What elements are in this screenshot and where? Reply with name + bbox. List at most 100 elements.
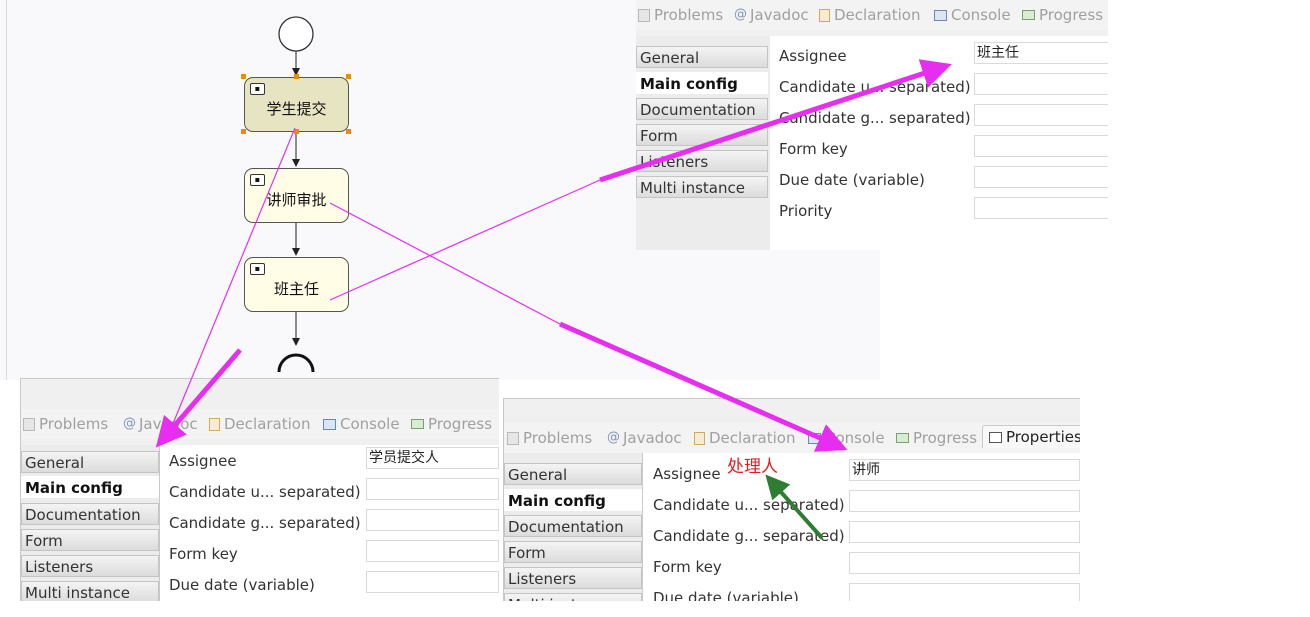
form-key-input[interactable] bbox=[849, 552, 1080, 574]
section-documentation[interactable]: Documentation bbox=[21, 503, 159, 525]
form-key-label: Form key bbox=[653, 558, 722, 576]
property-sections: General Main config Documentation Form L… bbox=[504, 453, 643, 601]
tab-label: Console bbox=[340, 415, 400, 433]
section-general[interactable]: General bbox=[636, 46, 768, 68]
problems-icon bbox=[23, 417, 35, 431]
tab-label: Console bbox=[951, 6, 1011, 24]
selection-handle[interactable] bbox=[241, 129, 246, 134]
section-multi-instance[interactable]: Multi instance bbox=[504, 593, 642, 601]
task-head-teacher[interactable]: ▪ 班主任 bbox=[244, 257, 349, 312]
tab-console[interactable]: Console bbox=[934, 6, 1011, 24]
candidate-groups-input[interactable] bbox=[974, 104, 1108, 126]
tab-progress[interactable]: Progress bbox=[896, 429, 977, 447]
candidate-users-input[interactable] bbox=[849, 490, 1080, 512]
section-listeners[interactable]: Listeners bbox=[504, 567, 642, 589]
section-general[interactable]: General bbox=[21, 451, 159, 473]
section-form[interactable]: Form bbox=[21, 529, 159, 551]
console-icon bbox=[808, 432, 821, 444]
tab-label: Problems bbox=[523, 429, 593, 447]
section-main-config[interactable]: Main config bbox=[504, 489, 642, 511]
tab-label: Javadoc bbox=[623, 429, 682, 447]
tab-problems[interactable]: Problems bbox=[23, 415, 108, 433]
section-documentation[interactable]: Documentation bbox=[504, 515, 642, 537]
task-lecturer-approve[interactable]: ▪ 讲师审批 bbox=[244, 168, 349, 223]
end-event[interactable] bbox=[277, 353, 315, 373]
assignee-input[interactable]: 班主任 bbox=[974, 42, 1108, 64]
selection-handle[interactable] bbox=[294, 74, 299, 79]
candidate-groups-input[interactable] bbox=[366, 509, 499, 531]
assignee-label: Assignee bbox=[169, 452, 237, 470]
tab-label: Javadoc bbox=[139, 415, 198, 433]
selection-handle[interactable] bbox=[346, 74, 351, 79]
tab-javadoc[interactable]: @Javadoc bbox=[607, 429, 682, 447]
form-key-input[interactable] bbox=[366, 540, 499, 562]
console-icon bbox=[323, 418, 336, 430]
candidate-users-label: Candidate u... separated) bbox=[779, 78, 971, 96]
properties-icon bbox=[989, 431, 1002, 443]
candidate-groups-label: Candidate g... separated) bbox=[653, 527, 845, 545]
section-listeners[interactable]: Listeners bbox=[21, 555, 159, 577]
tab-label: Declaration bbox=[834, 6, 921, 24]
section-main-config[interactable]: Main config bbox=[21, 476, 159, 498]
tab-label: Progress bbox=[428, 415, 493, 433]
property-sections: General Main config Documentation Form L… bbox=[21, 445, 160, 601]
form-key-label: Form key bbox=[779, 140, 848, 158]
canvas-border bbox=[6, 0, 7, 380]
tab-declaration[interactable]: Declaration bbox=[819, 6, 920, 24]
properties-panel-left: Problems @Javadoc Declaration Console Pr… bbox=[20, 378, 499, 601]
tab-console[interactable]: Console bbox=[323, 415, 400, 433]
section-main-config[interactable]: Main config bbox=[636, 72, 768, 94]
tab-progress[interactable]: Progress bbox=[1022, 6, 1103, 24]
tab-progress[interactable]: Progress bbox=[411, 415, 492, 433]
candidate-users-label: Candidate u... separated) bbox=[653, 496, 845, 514]
due-date-input[interactable] bbox=[974, 166, 1108, 188]
tab-javadoc[interactable]: @Javadoc bbox=[734, 6, 809, 24]
candidate-users-input[interactable] bbox=[366, 478, 499, 500]
section-general[interactable]: General bbox=[504, 463, 642, 485]
tab-problems[interactable]: Problems bbox=[507, 429, 592, 447]
selection-handle[interactable] bbox=[346, 129, 351, 134]
section-form[interactable]: Form bbox=[636, 124, 768, 146]
start-event[interactable] bbox=[278, 16, 314, 52]
section-form[interactable]: Form bbox=[504, 541, 642, 563]
task-student-submit[interactable]: ▪ 学生提交 bbox=[244, 77, 349, 132]
annotation-label: 处理人 bbox=[727, 457, 778, 477]
assignee-label: Assignee bbox=[779, 47, 847, 65]
section-multi-instance[interactable]: Multi instance bbox=[21, 581, 159, 601]
priority-input[interactable] bbox=[974, 197, 1108, 219]
declaration-icon bbox=[819, 8, 830, 22]
tab-properties[interactable]: Properties bbox=[982, 425, 1080, 448]
progress-icon bbox=[1022, 10, 1035, 20]
tab-label: Progress bbox=[913, 429, 978, 447]
due-date-label: Due date (variable) bbox=[169, 576, 315, 594]
tab-declaration[interactable]: Declaration bbox=[694, 429, 795, 447]
view-tab-bar: Problems @Javadoc Declaration Console Pr… bbox=[636, 0, 1108, 30]
console-icon bbox=[934, 9, 947, 21]
tab-console[interactable]: Console bbox=[808, 429, 885, 447]
tab-declaration[interactable]: Declaration bbox=[209, 415, 310, 433]
selection-handle[interactable] bbox=[241, 74, 246, 79]
section-multi-instance[interactable]: Multi instance bbox=[636, 176, 768, 198]
properties-panel-top: Problems @Javadoc Declaration Console Pr… bbox=[636, 0, 1108, 250]
candidate-users-input[interactable] bbox=[974, 73, 1108, 95]
tab-label: Properties bbox=[1006, 428, 1080, 446]
priority-label: Priority bbox=[779, 202, 833, 220]
user-task-icon: ▪ bbox=[250, 174, 265, 186]
assignee-label: Assignee bbox=[653, 465, 721, 483]
tab-javadoc[interactable]: @Javadoc bbox=[123, 415, 198, 433]
tab-label: Declaration bbox=[224, 415, 311, 433]
assignee-input[interactable]: 讲师 bbox=[849, 459, 1080, 481]
due-date-input[interactable] bbox=[849, 583, 1080, 601]
candidate-groups-input[interactable] bbox=[849, 521, 1080, 543]
task-label: 讲师审批 bbox=[266, 191, 327, 209]
tab-problems[interactable]: Problems bbox=[638, 6, 723, 24]
section-documentation[interactable]: Documentation bbox=[636, 98, 768, 120]
form-key-input[interactable] bbox=[974, 135, 1108, 157]
assignee-input[interactable]: 学员提交人 bbox=[366, 447, 499, 469]
task-label: 班主任 bbox=[273, 280, 319, 298]
section-listeners[interactable]: Listeners bbox=[636, 150, 768, 172]
due-date-input[interactable] bbox=[366, 571, 499, 593]
selection-handle[interactable] bbox=[294, 129, 299, 134]
at-icon: @ bbox=[734, 7, 747, 22]
